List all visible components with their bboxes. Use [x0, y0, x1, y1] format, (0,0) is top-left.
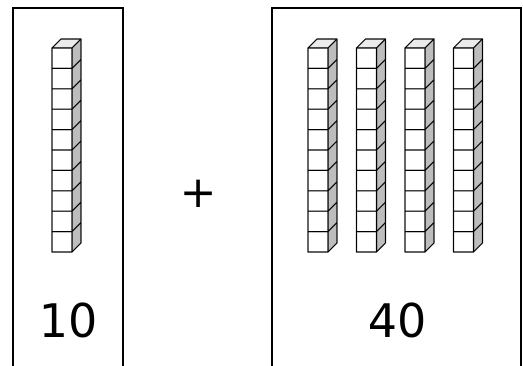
cube-divider-side [327, 99, 338, 110]
cube-divider-side [71, 201, 82, 212]
right-rods-group [307, 38, 484, 253]
cube-divider-side [71, 160, 82, 171]
ten-rod [355, 38, 387, 253]
cube-divider-side [376, 160, 386, 171]
cube-divider-side [327, 181, 338, 192]
cube-divider-side [473, 160, 483, 171]
cube-divider-side [424, 120, 435, 131]
cube-divider-side [473, 79, 483, 90]
cube-divider-side [327, 222, 338, 233]
cube-divider-side [376, 140, 386, 151]
cube-divider-side [376, 120, 386, 131]
left-number-label: 10 [39, 294, 98, 348]
left-rods-group [51, 38, 82, 253]
cube-divider-side [71, 99, 82, 110]
plus-sign: + [180, 167, 217, 218]
cube-divider-side [376, 222, 386, 233]
right-panel: 40 [271, 7, 522, 366]
cube-divider-side [424, 201, 435, 212]
right-panel-frame [271, 7, 522, 366]
cube-divider-side [473, 120, 483, 131]
ten-rod [404, 38, 435, 253]
ten-rod [452, 38, 484, 253]
cube-divider-side [376, 79, 386, 90]
cube-divider-side [71, 79, 82, 90]
cube-divider-side [327, 120, 338, 131]
cube-divider-side [327, 160, 338, 171]
left-panel-frame [12, 7, 124, 366]
left-panel: 10 [12, 7, 124, 366]
cube-divider-side [473, 58, 483, 69]
cube-divider-side [473, 201, 483, 212]
cube-divider-side [424, 79, 435, 90]
cube-divider-side [71, 58, 82, 69]
cube-divider-side [473, 222, 483, 233]
cube-divider-side [424, 58, 435, 69]
cube-divider-side [71, 140, 82, 151]
cube-divider-side [473, 140, 483, 151]
cube-divider-side [424, 181, 435, 192]
cube-divider-side [473, 181, 483, 192]
cube-divider-side [71, 222, 82, 233]
cube-divider-side [71, 120, 82, 131]
cube-divider-side [376, 201, 386, 212]
cube-divider-side [424, 222, 435, 233]
cube-divider-side [424, 99, 435, 110]
cube-divider-side [327, 79, 338, 90]
cube-divider-side [424, 140, 435, 151]
cube-divider-side [376, 181, 386, 192]
cube-divider-side [71, 181, 82, 192]
cube-divider-side [376, 99, 386, 110]
ten-rod [51, 38, 82, 253]
right-number-label: 40 [368, 294, 427, 348]
cube-divider-side [424, 160, 435, 171]
cube-divider-side [376, 58, 386, 69]
cube-divider-side [327, 201, 338, 212]
ten-rod [307, 38, 338, 253]
cube-divider-side [327, 140, 338, 151]
cube-divider-side [327, 58, 338, 69]
cube-divider-side [473, 99, 483, 110]
